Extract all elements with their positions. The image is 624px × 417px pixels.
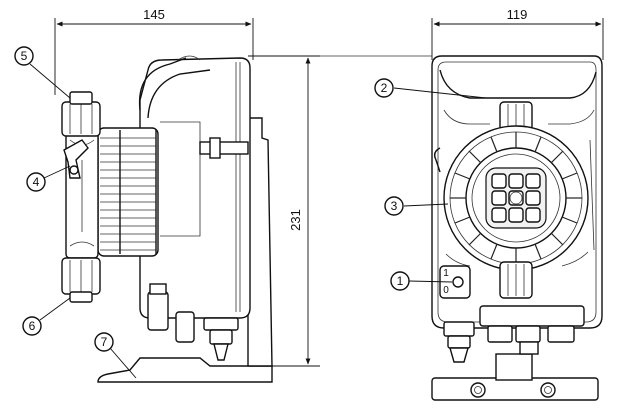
switch-label-off: 0 <box>443 285 449 296</box>
side-handle <box>138 57 187 111</box>
svg-text:5: 5 <box>21 49 28 63</box>
svg-text:4: 4 <box>33 175 40 189</box>
callout-3 <box>384 196 404 216</box>
svg-text:3: 3 <box>391 199 398 213</box>
callout-1 <box>390 271 410 291</box>
dimension-front-width: 119 <box>431 7 604 60</box>
dim-label-119: 119 <box>507 7 528 22</box>
front-bottom-valve <box>499 261 533 299</box>
callout-4 <box>26 172 46 192</box>
front-bottom-fittings <box>443 305 585 363</box>
svg-text:1: 1 <box>397 274 404 288</box>
callout-5 <box>14 46 34 66</box>
callout-2 <box>374 78 394 98</box>
callout-7 <box>94 332 114 352</box>
front-view: 1 0 <box>431 55 603 401</box>
side-shaft <box>199 141 249 155</box>
side-bracket <box>247 117 273 367</box>
svg-text:2: 2 <box>381 81 388 95</box>
switch-label-on: 1 <box>443 268 449 279</box>
side-bottom-valve <box>61 257 101 303</box>
front-pump-head <box>443 125 589 271</box>
side-bottom-fittings <box>147 283 239 361</box>
callouts: 5 4 6 7 2 3 1 <box>14 46 487 379</box>
dim-label-231: 231 <box>288 209 303 231</box>
front-handle <box>439 69 597 99</box>
dimension-height: 2 3 1 <box>248 55 432 367</box>
side-view <box>61 55 273 383</box>
side-bleed-valve <box>63 139 89 232</box>
side-housing <box>139 57 251 319</box>
side-base-plate <box>97 357 273 383</box>
dim-label-145: 145 <box>143 7 165 22</box>
svg-text:7: 7 <box>101 335 108 349</box>
motor-fins <box>97 127 159 257</box>
callout-6 <box>22 316 42 336</box>
side-top-valve <box>61 91 101 137</box>
dimension-side-width: 145 <box>54 7 254 95</box>
front-base <box>431 353 599 401</box>
svg-text:6: 6 <box>29 319 36 333</box>
